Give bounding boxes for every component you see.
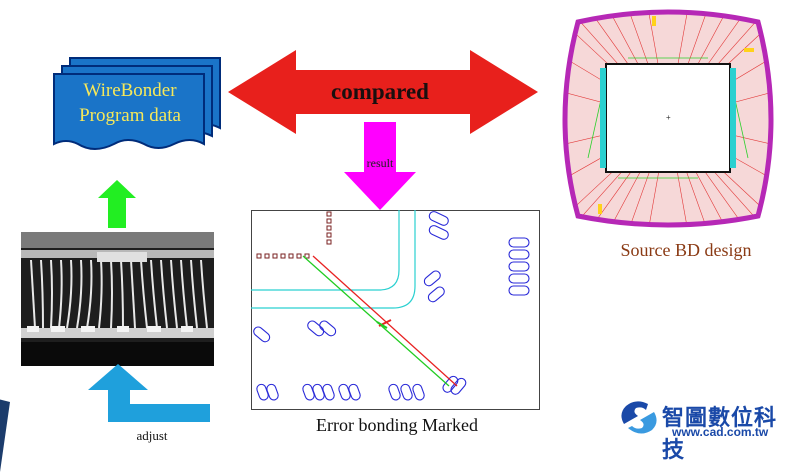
brand-logo-icon [621, 401, 657, 434]
error-bonding-panel [251, 210, 540, 410]
result-label: result [366, 156, 394, 170]
green-up-arrow [98, 180, 136, 228]
result-down-arrow [344, 122, 416, 210]
compared-double-arrow [228, 50, 538, 134]
error-panel-caption: Error bonding Marked [316, 415, 478, 435]
source-bd-design-image: + [562, 9, 774, 228]
corner-swoosh [0, 399, 10, 472]
wire-bond-photo [21, 232, 214, 366]
compared-label: compared [331, 79, 429, 104]
document-text: WireBonder Program data [60, 78, 200, 128]
program-data-document-icon [53, 57, 221, 150]
svg-text:+: + [666, 113, 671, 122]
brand-url[interactable]: www.cad.com.tw [672, 425, 769, 439]
document-line-2: Program data [79, 105, 181, 126]
source-design-caption: Source BD design [620, 240, 752, 260]
adjust-label: adjust [136, 428, 168, 443]
document-line-1: WireBonder [83, 80, 177, 101]
adjust-arrow [88, 364, 210, 422]
